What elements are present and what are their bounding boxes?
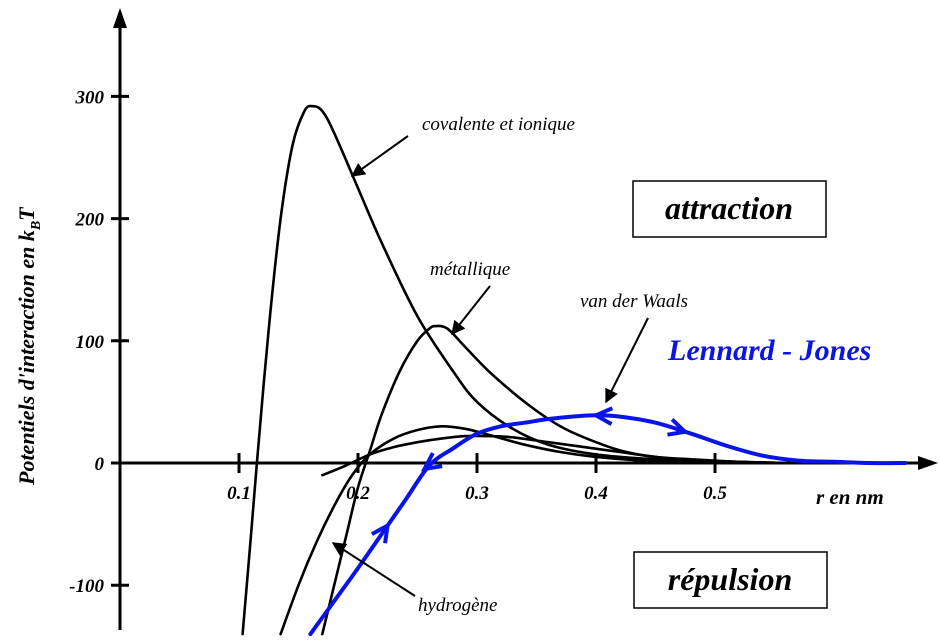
lj-direction-arrow-icon — [591, 406, 614, 426]
series-line-hydrog-ne — [279, 424, 741, 636]
label-hydrogene: hydrogène — [418, 595, 498, 616]
label-metallique: métallique — [430, 259, 510, 280]
y-tick-label: 100 — [76, 332, 105, 353]
series-line-lennard-jones — [308, 413, 908, 637]
arrow-van-der-waals — [605, 317, 649, 404]
lj-direction-arrow-icon — [370, 521, 391, 544]
y-tick-label: 300 — [75, 87, 105, 108]
arrow-hydrogene — [331, 542, 416, 597]
series-line-van-der-waals — [321, 434, 788, 477]
x-tick-label: 0.3 — [465, 483, 489, 504]
arrow-covalente — [350, 135, 409, 177]
x-axis-arrow-icon — [918, 456, 938, 470]
attraction-label: attraction — [665, 190, 793, 226]
curves-layer — [241, 104, 908, 637]
series-line-covalente-et-ionique — [241, 104, 788, 636]
axis-ticks: 0.1 0.2 0.3 0.4 0.5 -100 0 100 200 300 — [69, 87, 727, 597]
x-axis-label: r en nm — [816, 485, 884, 509]
arrow-metallique — [451, 285, 491, 336]
y-tick-label: 0 — [95, 454, 105, 475]
lj-direction-arrow-icon — [420, 452, 443, 472]
label-lennard-jones: Lennard - Jones — [667, 334, 871, 367]
label-van-der-waals: van der Waals — [580, 291, 688, 312]
x-tick-label: 0.4 — [584, 483, 608, 504]
lj-direction-arrow-icon — [667, 417, 690, 437]
repulsion-box — [633, 551, 828, 609]
x-tick-label: 0.2 — [346, 483, 370, 504]
x-tick-label: 0.1 — [227, 483, 251, 504]
y-tick-label: -100 — [69, 576, 104, 597]
label-covalente: covalente et ionique — [422, 114, 575, 135]
repulsion-label: répulsion — [668, 561, 792, 597]
y-axis-label: Potentiels d'interaction en kBT — [14, 206, 44, 486]
y-axis-arrow-icon — [113, 8, 127, 28]
attraction-box — [632, 180, 827, 238]
y-tick-label: 200 — [75, 210, 105, 231]
x-tick-label: 0.5 — [703, 483, 727, 504]
lj-direction-arrows — [370, 406, 690, 544]
